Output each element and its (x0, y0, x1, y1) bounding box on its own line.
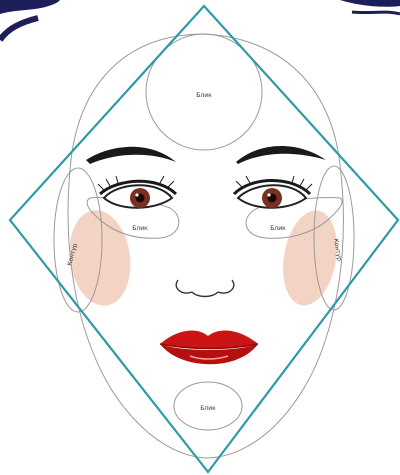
chin-highlight-label: Блик (200, 405, 216, 412)
under-eye-right-label: Блик (270, 225, 286, 232)
under-eye-left-label: Блик (132, 225, 148, 232)
corner-swoosh-right-tail (352, 12, 400, 14)
corner-swoosh-left (0, 0, 60, 14)
nose (176, 280, 234, 297)
lips (160, 330, 258, 364)
forehead-highlight-label: Блик (196, 92, 212, 99)
contour-zone-right (276, 206, 344, 310)
eyebrow-right (236, 146, 326, 164)
eyebrow-left (86, 147, 176, 164)
corner-swoosh-right (340, 0, 400, 7)
corner-swoosh-left-tail (0, 18, 38, 40)
eye-left (98, 176, 176, 208)
eye-right (234, 176, 312, 208)
